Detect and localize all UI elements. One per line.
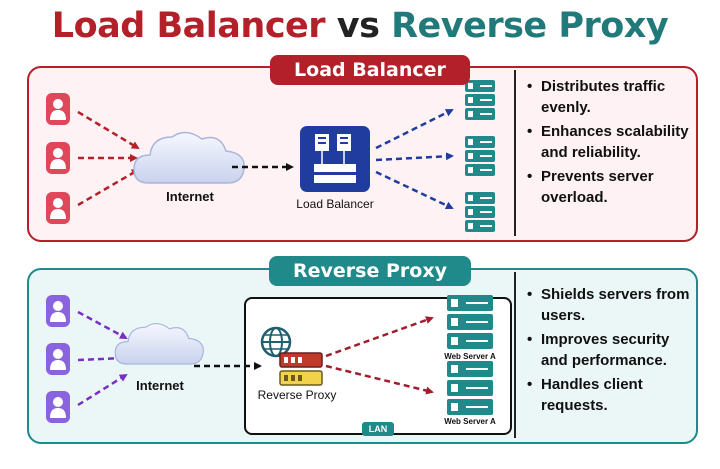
load-balancer-bullets: Distributes traffic evenly. Enhances sca…	[527, 76, 697, 211]
bullet-item: Enhances scalability and reliability.	[527, 121, 697, 163]
user-icon	[46, 93, 70, 125]
lan-label: LAN	[362, 422, 394, 436]
lb-internet-cloud-icon	[133, 131, 245, 184]
lb-user-arrows	[77, 110, 140, 207]
bullet-item: Prevents server overload.	[527, 166, 697, 208]
load-balancer-node-label: Load Balancer	[296, 197, 374, 211]
title-reverse-proxy: Reverse Proxy	[391, 6, 669, 46]
title-vs: vs	[336, 6, 380, 46]
user-icon	[46, 343, 70, 375]
user-icon	[46, 142, 70, 174]
rp-internet-label: Internet	[136, 378, 184, 393]
load-balancer-divider	[514, 70, 516, 236]
reverse-proxy-heading: Reverse Proxy	[269, 256, 471, 286]
lb-users	[46, 93, 70, 224]
page-title: Load Balancer vs Reverse Proxy	[0, 6, 720, 46]
web-server-a-label: Web Server A	[444, 352, 496, 361]
user-icon	[46, 295, 70, 327]
bullet-item: Shields servers from users.	[527, 284, 697, 326]
bullet-item: Distributes traffic evenly.	[527, 76, 697, 118]
server-icon	[465, 136, 495, 176]
rp-server-arrows	[325, 316, 434, 395]
load-balancer-icon	[300, 126, 370, 192]
user-icon	[46, 391, 70, 423]
lb-internet-label: Internet	[166, 189, 214, 204]
title-load-balancer: Load Balancer	[51, 6, 326, 46]
server-icon	[465, 192, 495, 232]
load-balancer-heading: Load Balancer	[270, 55, 470, 85]
bullet-item: Improves security and performance.	[527, 329, 697, 371]
lb-server-arrows	[375, 108, 454, 210]
rp-users	[46, 295, 70, 423]
reverse-proxy-icon	[260, 326, 323, 386]
bullet-item: Handles client requests.	[527, 374, 697, 416]
reverse-proxy-divider	[514, 272, 516, 438]
reverse-proxy-node-label: Reverse Proxy	[257, 388, 337, 402]
reverse-proxy-bullets: Shields servers from users. Improves sec…	[527, 284, 697, 419]
rp-internet-cloud-icon	[114, 322, 204, 365]
user-icon	[46, 192, 70, 224]
web-server-icon	[447, 361, 493, 415]
web-server-b-label: Web Server A	[444, 417, 496, 426]
rp-user-arrows	[77, 310, 128, 407]
server-icon	[465, 80, 495, 120]
web-server-icon	[447, 295, 493, 349]
